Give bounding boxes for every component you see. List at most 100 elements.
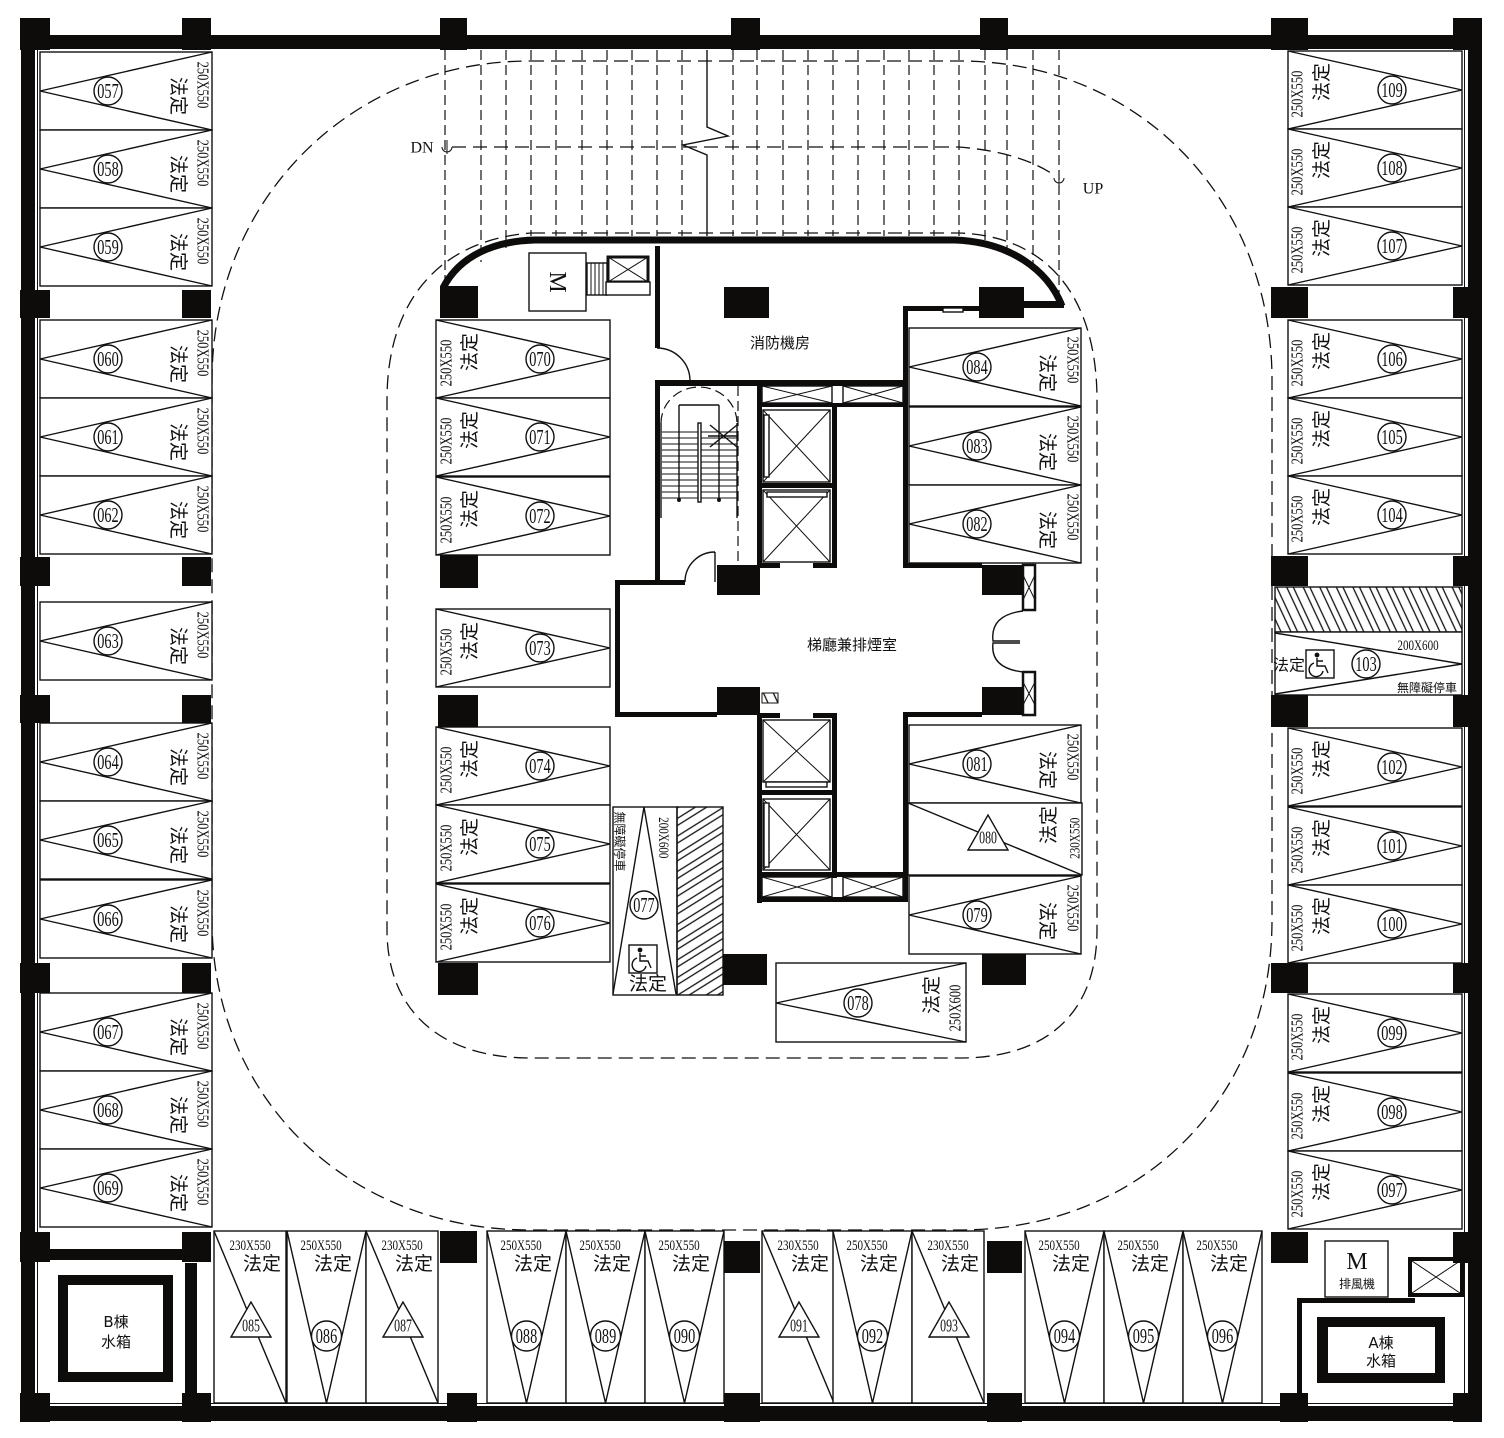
wall <box>903 712 982 717</box>
spot-number: 069 <box>97 1176 118 1199</box>
spot-type: 法定 <box>593 1253 631 1275</box>
spot-size: 250X550 <box>1289 905 1307 952</box>
spot-size: 250X550 <box>1289 149 1307 196</box>
spot-number: 095 <box>1133 1324 1154 1347</box>
spot-number: 103 <box>1355 652 1376 675</box>
spot-size: 250X550 <box>193 890 211 937</box>
spot-number: 085 <box>242 1316 260 1336</box>
spot-type: 法定 <box>1311 141 1333 179</box>
wall <box>903 563 982 568</box>
spot-type: 法定 <box>1036 511 1058 549</box>
wall <box>757 713 762 903</box>
wall <box>757 563 780 568</box>
hatched-block <box>761 692 779 704</box>
spot-number: 058 <box>97 157 118 180</box>
spot-type: 法定 <box>1311 897 1333 935</box>
spot-type: 法定 <box>167 501 189 539</box>
spot-type: 法定 <box>167 1096 189 1134</box>
spot-number: 099 <box>1381 1021 1402 1044</box>
tank-b-label-line1: B棟 <box>103 1313 128 1331</box>
vent-grille <box>586 262 608 296</box>
spot-type: 法定 <box>629 973 667 995</box>
spot-wedge <box>775 962 967 1043</box>
spot-size: 200X600 <box>656 817 673 859</box>
spot-type: 法定 <box>1036 354 1058 392</box>
elevator-car <box>762 798 831 871</box>
shaft-box <box>605 255 651 296</box>
spot-type: 法定 <box>167 826 189 864</box>
spot-wedge <box>1274 632 1463 695</box>
wall <box>655 246 660 348</box>
spot-type: 法定 <box>1311 219 1333 257</box>
spot-size: 250X550 <box>846 1236 888 1253</box>
spot-number: 104 <box>1381 503 1402 526</box>
wall <box>757 483 837 488</box>
spot-number: 076 <box>529 911 550 934</box>
exhaust-fan-label: 排風機 <box>1339 1276 1375 1291</box>
spot-size: 230X550 <box>381 1236 423 1253</box>
spot-size: 230X550 <box>777 1236 819 1253</box>
spot-number: 094 <box>1054 1324 1075 1347</box>
spot-type: 法定 <box>1038 806 1060 844</box>
spot-number: 097 <box>1381 1178 1402 1201</box>
spot-number: 073 <box>529 636 550 659</box>
spot-size: 250X600 <box>947 985 965 1032</box>
shaft-box <box>1408 1257 1464 1297</box>
spot-type: 法定 <box>1311 1006 1333 1044</box>
wall <box>655 380 660 585</box>
spot-size: 230X550 <box>927 1236 969 1253</box>
spot-type: 法定 <box>243 1253 281 1275</box>
spot-number: 064 <box>97 750 118 773</box>
shaft-box <box>842 385 904 404</box>
tank-a-label-line1: A棟 <box>1368 1334 1393 1352</box>
wheelchair-icon <box>628 944 658 974</box>
ramp-up-label: UP <box>1083 181 1104 198</box>
spot-type: 法定 <box>1052 1253 1090 1275</box>
spot-number: 088 <box>516 1324 537 1347</box>
window <box>942 307 964 313</box>
spot-size: 230X550 <box>1066 817 1083 859</box>
spot-type: 法定 <box>167 233 189 271</box>
spot-type: 法定 <box>459 490 481 528</box>
spot-type: 法定 <box>459 411 481 449</box>
spot-size: 250X550 <box>1289 827 1307 874</box>
elevator-car <box>762 409 831 483</box>
wall <box>1024 301 1064 308</box>
wall <box>832 713 837 878</box>
spot-type: 法定 <box>1311 819 1333 857</box>
spot-number: 066 <box>97 907 118 930</box>
spot-type: 法定 <box>167 748 189 786</box>
spot-number-triangle <box>966 813 1010 851</box>
spot-type: 法定 <box>941 1253 979 1275</box>
spot-type: 法定 <box>167 627 189 665</box>
spot-size: 250X550 <box>658 1236 700 1253</box>
elevator-lobby-label: 梯廳兼排煙室 <box>807 636 897 654</box>
spot-number: 102 <box>1381 755 1402 778</box>
spot-number: 091 <box>790 1316 808 1336</box>
accessible-parking-spot: 077 200X600 無障礙停車 法定 <box>612 806 724 996</box>
spot-number-circle <box>629 890 659 920</box>
central-core: M 消防機房 梯廳兼排煙室 <box>439 236 1066 903</box>
spot-number: 083 <box>966 434 987 457</box>
spot-size: 250X550 <box>193 62 211 109</box>
wheelchair-icon <box>1305 649 1335 679</box>
spot-type: 法定 <box>167 1174 189 1212</box>
ramp-direction-line <box>452 146 1055 176</box>
motor-symbol: M <box>544 271 570 292</box>
wall <box>757 403 907 407</box>
spot-number: 105 <box>1381 425 1402 448</box>
